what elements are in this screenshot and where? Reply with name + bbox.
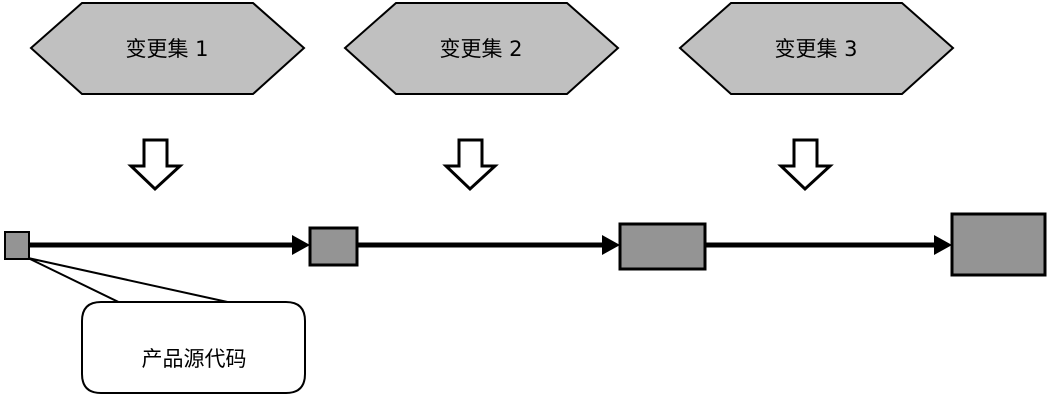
hexagon-shape-3 [678,2,955,95]
changeset-label-2: 变更集 2 [439,37,522,61]
changeset-node-2[interactable]: 变更集 2 [343,2,620,95]
version-box-3[interactable] [618,222,707,271]
timeline-arrow-3-head [934,235,952,255]
callout-label: 产品源代码 [142,347,247,371]
version-box-2[interactable] [308,226,359,267]
hexagon-shape-1 [29,2,306,95]
hexagon-shape-2 [343,2,620,95]
changeset-node-1[interactable]: 变更集 1 [29,2,306,95]
timeline-arrow-3 [705,235,952,255]
version-box-4[interactable] [950,212,1047,277]
timeline-arrow-1 [28,235,310,255]
timeline-arrow-2-head [602,235,620,255]
down-arrow-3-icon [777,138,834,192]
changeset-node-3[interactable]: 变更集 3 [678,2,955,95]
timeline-arrow-1-head [292,235,310,255]
callout-bubble[interactable]: 产品源代码 [81,301,306,394]
changeset-label-3: 变更集 3 [774,37,857,61]
changeset-label-1: 变更集 1 [125,37,208,61]
down-arrow-1-icon [127,138,184,192]
version-box-1[interactable] [4,231,30,260]
callout-bubble-shape [81,301,306,394]
down-arrow-2-icon [442,138,499,192]
timeline-arrow-2 [357,235,620,255]
